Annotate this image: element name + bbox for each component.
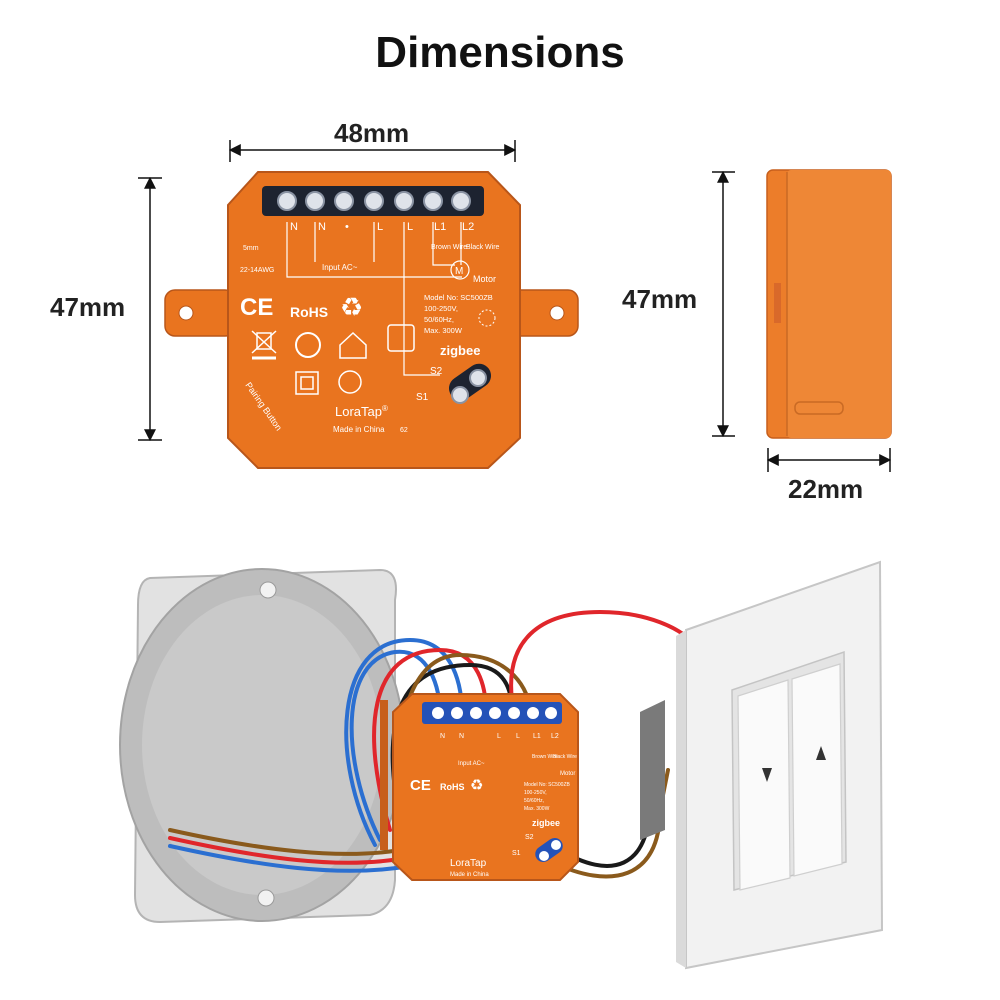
svg-text:Input AC~: Input AC~ bbox=[458, 761, 485, 767]
height-dimension-label-side: 47mm bbox=[622, 284, 698, 314]
svg-text:L: L bbox=[516, 733, 520, 740]
s2-label: S2 bbox=[430, 366, 443, 377]
rohs-mark: RoHS bbox=[290, 304, 328, 320]
width-arrow bbox=[228, 140, 517, 162]
switch-terminals bbox=[448, 363, 492, 404]
green-dot-icon bbox=[295, 332, 321, 358]
wire-gauge-info: 5mm 22-14AWG bbox=[240, 245, 274, 274]
svg-text:N: N bbox=[440, 733, 445, 740]
svg-text:N: N bbox=[290, 221, 298, 233]
relay-switch-icon bbox=[387, 324, 415, 352]
height-arrow-side bbox=[712, 170, 735, 438]
svg-text:100-250V,: 100-250V, bbox=[424, 304, 458, 313]
svg-text:S2: S2 bbox=[525, 834, 534, 841]
svg-text:Model No: SC500ZB: Model No: SC500ZB bbox=[424, 293, 493, 302]
wall-switch bbox=[640, 560, 884, 970]
svg-text:L: L bbox=[497, 733, 501, 740]
terminal-labels: N N • L L L1 L2 bbox=[290, 221, 474, 233]
input-ac-label: Input AC~ bbox=[322, 263, 358, 272]
class-ii-icon bbox=[295, 371, 319, 395]
svg-text:50/60Hz,: 50/60Hz, bbox=[524, 798, 544, 804]
svg-text:Black Wire: Black Wire bbox=[553, 754, 577, 760]
height-arrow-front bbox=[138, 176, 162, 442]
wiring bbox=[168, 609, 692, 879]
brown-wire-label: Brown Wire bbox=[431, 244, 467, 251]
svg-text:Motor: Motor bbox=[560, 771, 575, 777]
module-installed: N N L L L1 L2 Input AC~ Brown Wire Black… bbox=[380, 693, 579, 881]
code-label: 62 bbox=[400, 427, 408, 434]
motor-label: Motor bbox=[473, 274, 496, 284]
svg-text:L: L bbox=[377, 221, 383, 233]
svg-text:Max. 300W: Max. 300W bbox=[524, 806, 550, 812]
svg-text:Model No: SC500ZB: Model No: SC500ZB bbox=[524, 782, 571, 788]
down-arrow-icon bbox=[762, 768, 772, 782]
svg-text:M: M bbox=[455, 266, 463, 277]
page-title: Dimensions bbox=[375, 28, 625, 77]
svg-text:RoHS: RoHS bbox=[440, 782, 465, 792]
recycle-icon: ♻ bbox=[340, 292, 363, 322]
svg-text:22-14AWG: 22-14AWG bbox=[240, 267, 274, 274]
motor-icon bbox=[450, 260, 470, 280]
svg-text:Max. 300W: Max. 300W bbox=[424, 326, 463, 335]
zigbee-logo: zigbee bbox=[440, 343, 480, 358]
depth-dimension-label: 22mm bbox=[788, 474, 864, 504]
depth-arrow bbox=[766, 448, 892, 472]
width-dimension-label: 48mm bbox=[334, 118, 410, 148]
up-arrow-icon bbox=[816, 746, 826, 760]
svg-text:Brown Wire: Brown Wire bbox=[532, 754, 558, 760]
svg-text:L1: L1 bbox=[533, 733, 541, 740]
svg-text:L: L bbox=[407, 221, 413, 233]
ce-mark: CE bbox=[240, 294, 273, 321]
svg-text:100-250V,: 100-250V, bbox=[524, 790, 547, 796]
svg-text:S1: S1 bbox=[512, 850, 521, 857]
weee-bin-icon bbox=[251, 330, 277, 360]
module-side-view bbox=[766, 169, 892, 439]
svg-text:N: N bbox=[459, 733, 464, 740]
s1-label: S1 bbox=[416, 392, 429, 403]
svg-text:Made in China: Made in China bbox=[450, 872, 489, 878]
pictogram-icon bbox=[338, 370, 362, 394]
svg-text:N: N bbox=[318, 221, 326, 233]
svg-text:L2: L2 bbox=[462, 221, 474, 233]
svg-text:CE: CE bbox=[410, 777, 431, 794]
svg-text:L1: L1 bbox=[434, 221, 446, 233]
shutter-up-key bbox=[791, 663, 843, 877]
made-in-label: Made in China bbox=[333, 425, 385, 434]
brand-logo: LoraTap® bbox=[335, 404, 388, 419]
black-wire-label: Black Wire bbox=[466, 244, 500, 251]
svg-text:zigbee: zigbee bbox=[532, 818, 560, 828]
svg-text:5mm: 5mm bbox=[243, 245, 259, 252]
indoor-use-icon bbox=[339, 331, 367, 359]
terminal-screws bbox=[277, 191, 471, 211]
svg-text:L2: L2 bbox=[551, 733, 559, 740]
svg-text:50/60Hz,: 50/60Hz, bbox=[424, 315, 454, 324]
shutter-down-key bbox=[737, 679, 791, 891]
module-front-view: N N • L L L1 L2 5mm 22-14AWG Input AC~ B… bbox=[164, 171, 579, 469]
height-dimension-label-front: 47mm bbox=[50, 292, 126, 322]
svg-text:♻: ♻ bbox=[470, 777, 483, 794]
svg-text:LoraTap: LoraTap bbox=[450, 858, 487, 869]
specs-block: Model No: SC500ZB 100-250V, 50/60Hz, Max… bbox=[424, 293, 493, 335]
svg-text:•: • bbox=[345, 221, 349, 233]
